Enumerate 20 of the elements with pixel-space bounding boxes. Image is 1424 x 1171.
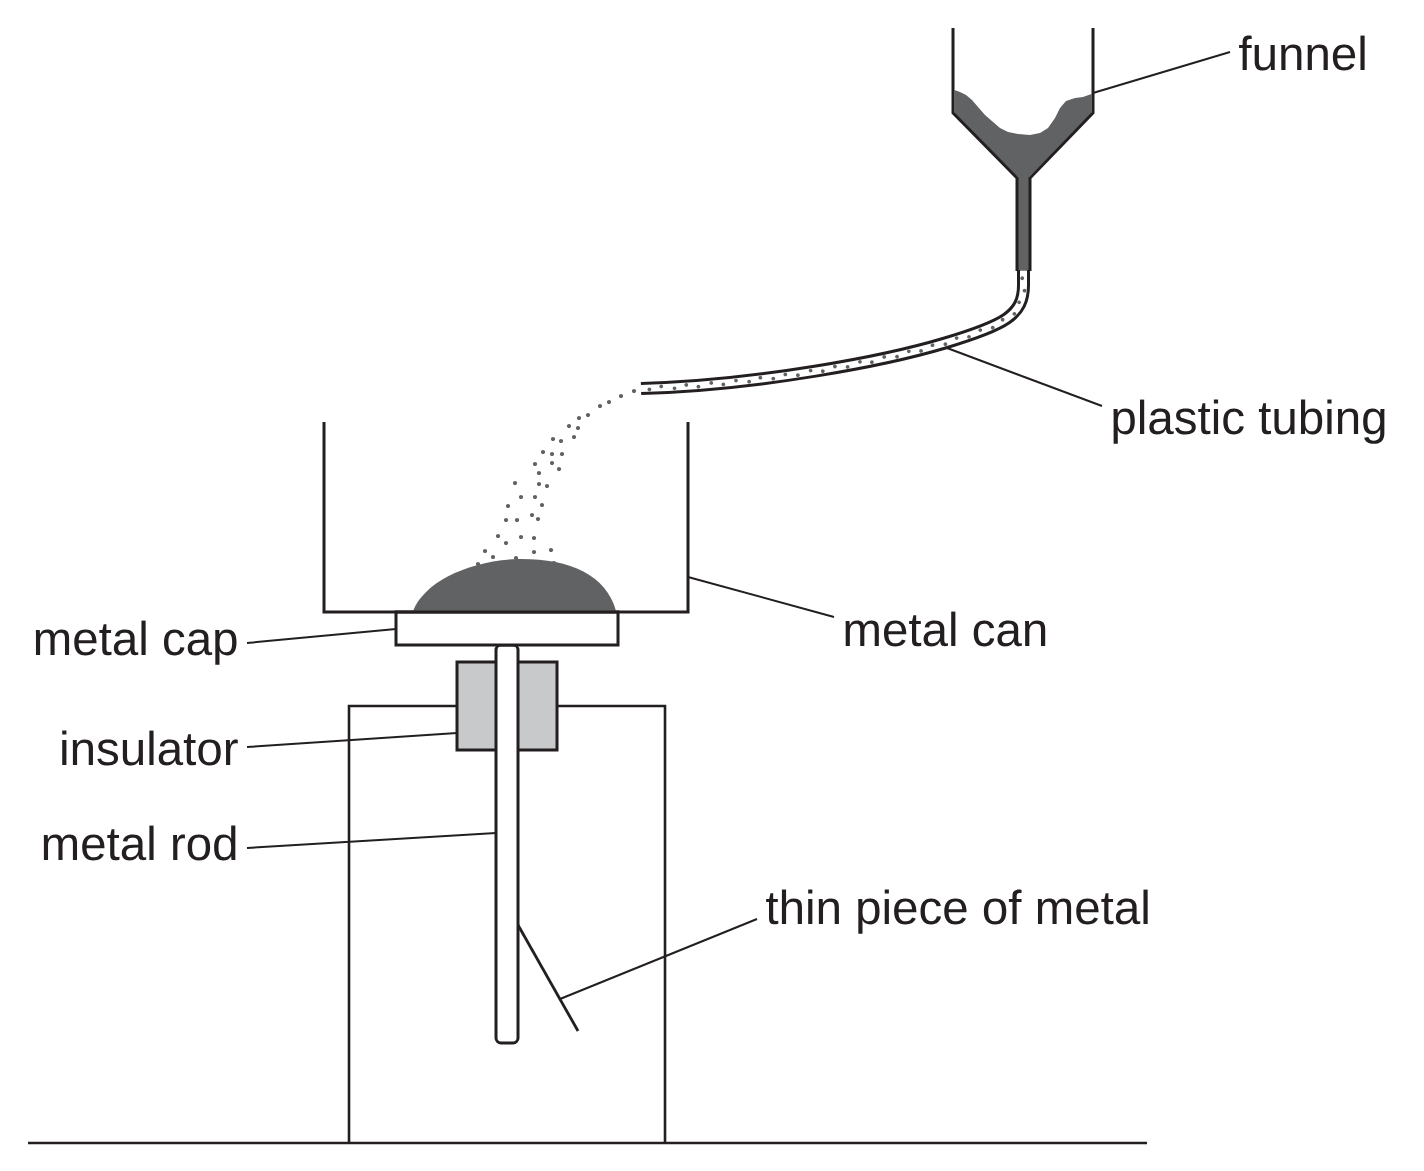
- part-label: metal cap: [35, 620, 237, 665]
- leader-line: [246, 628, 397, 644]
- part-label: metal can: [845, 611, 1046, 647]
- part-label: plastic tubing: [1113, 399, 1385, 444]
- part-label: metal rod: [43, 825, 236, 861]
- funnel: [951, 26, 1095, 273]
- metal-strip: [516, 924, 580, 1032]
- leader-line: [1092, 51, 1231, 94]
- leader-line: [246, 732, 458, 748]
- part-label: funnel: [1239, 35, 1365, 71]
- leader-line: [559, 918, 758, 1000]
- open-top-box: [322, 422, 690, 614]
- leader-line: [246, 832, 497, 849]
- cap-plate: [394, 610, 620, 647]
- tube: [640, 270, 1030, 395]
- part-label: insulator: [62, 730, 238, 766]
- part-label: thin piece of metal: [766, 889, 1148, 934]
- rod: [494, 643, 520, 1045]
- leader-line: [946, 347, 1103, 407]
- leader-line: [687, 576, 835, 618]
